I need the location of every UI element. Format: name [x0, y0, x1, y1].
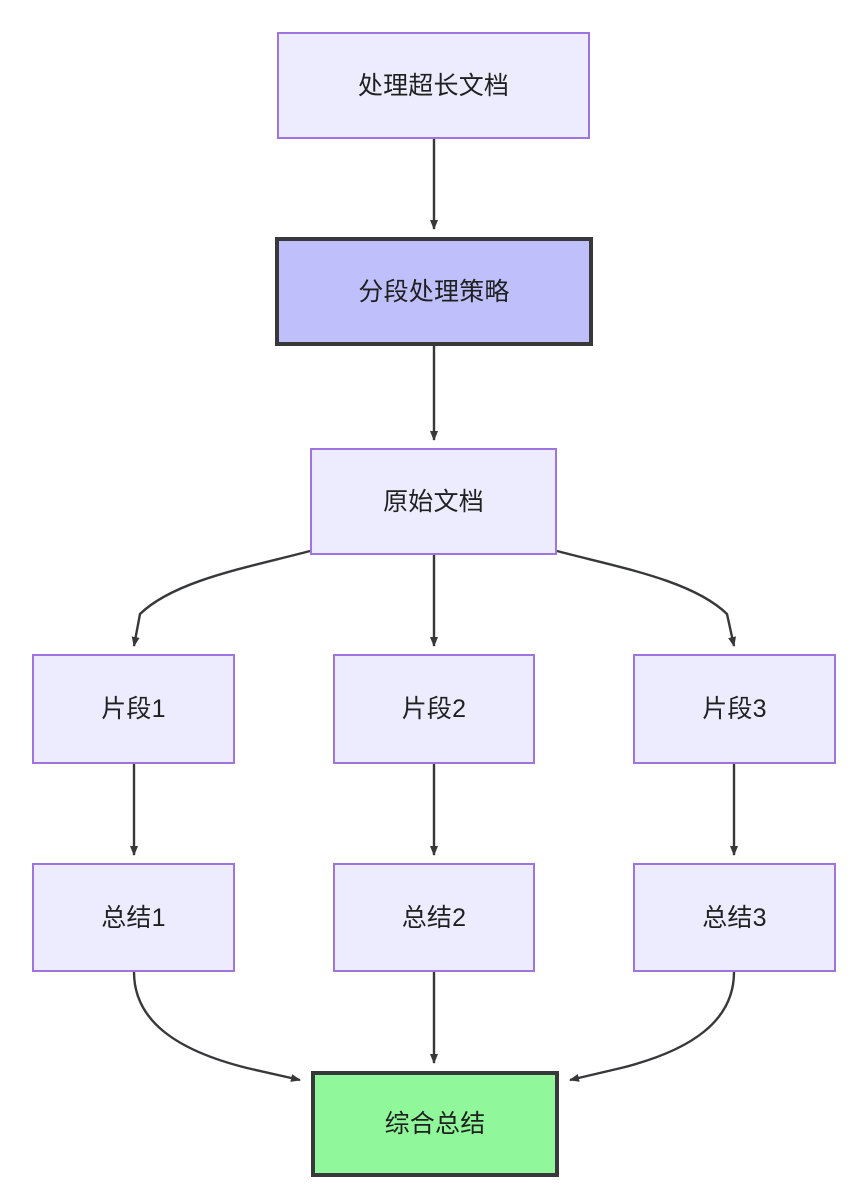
node-n3[interactable]: 原始文档	[310, 448, 557, 555]
node-label: 片段2	[401, 695, 467, 723]
node-n1[interactable]: 处理超长文档	[277, 32, 590, 139]
edges-group	[130, 139, 738, 1082]
node-label: 片段3	[702, 695, 767, 723]
node-label: 总结2	[401, 903, 467, 932]
edge-n3-to-n6	[556, 549, 736, 647]
node-n2[interactable]: 分段处理策略	[275, 237, 593, 346]
node-n5[interactable]: 片段2	[333, 654, 535, 764]
node-n9[interactable]: 总结3	[633, 863, 836, 972]
edge-n9-to-n10	[569, 971, 736, 1082]
node-label: 综合总结	[384, 1110, 486, 1138]
node-n4[interactable]: 片段1	[32, 654, 235, 764]
node-label: 片段1	[101, 695, 166, 723]
node-label: 总结1	[101, 903, 166, 932]
node-n6[interactable]: 片段3	[633, 654, 836, 764]
edge-n3-to-n4	[131, 549, 311, 647]
node-label: 总结3	[702, 903, 767, 932]
node-label: 原始文档	[383, 487, 484, 516]
edge-n7-to-n10	[132, 971, 301, 1082]
node-n10[interactable]: 综合总结	[311, 1071, 559, 1177]
node-label: 分段处理策略	[358, 277, 510, 306]
node-label: 处理超长文档	[357, 71, 510, 100]
node-n8[interactable]: 总结2	[333, 863, 535, 972]
node-n7[interactable]: 总结1	[32, 863, 235, 972]
